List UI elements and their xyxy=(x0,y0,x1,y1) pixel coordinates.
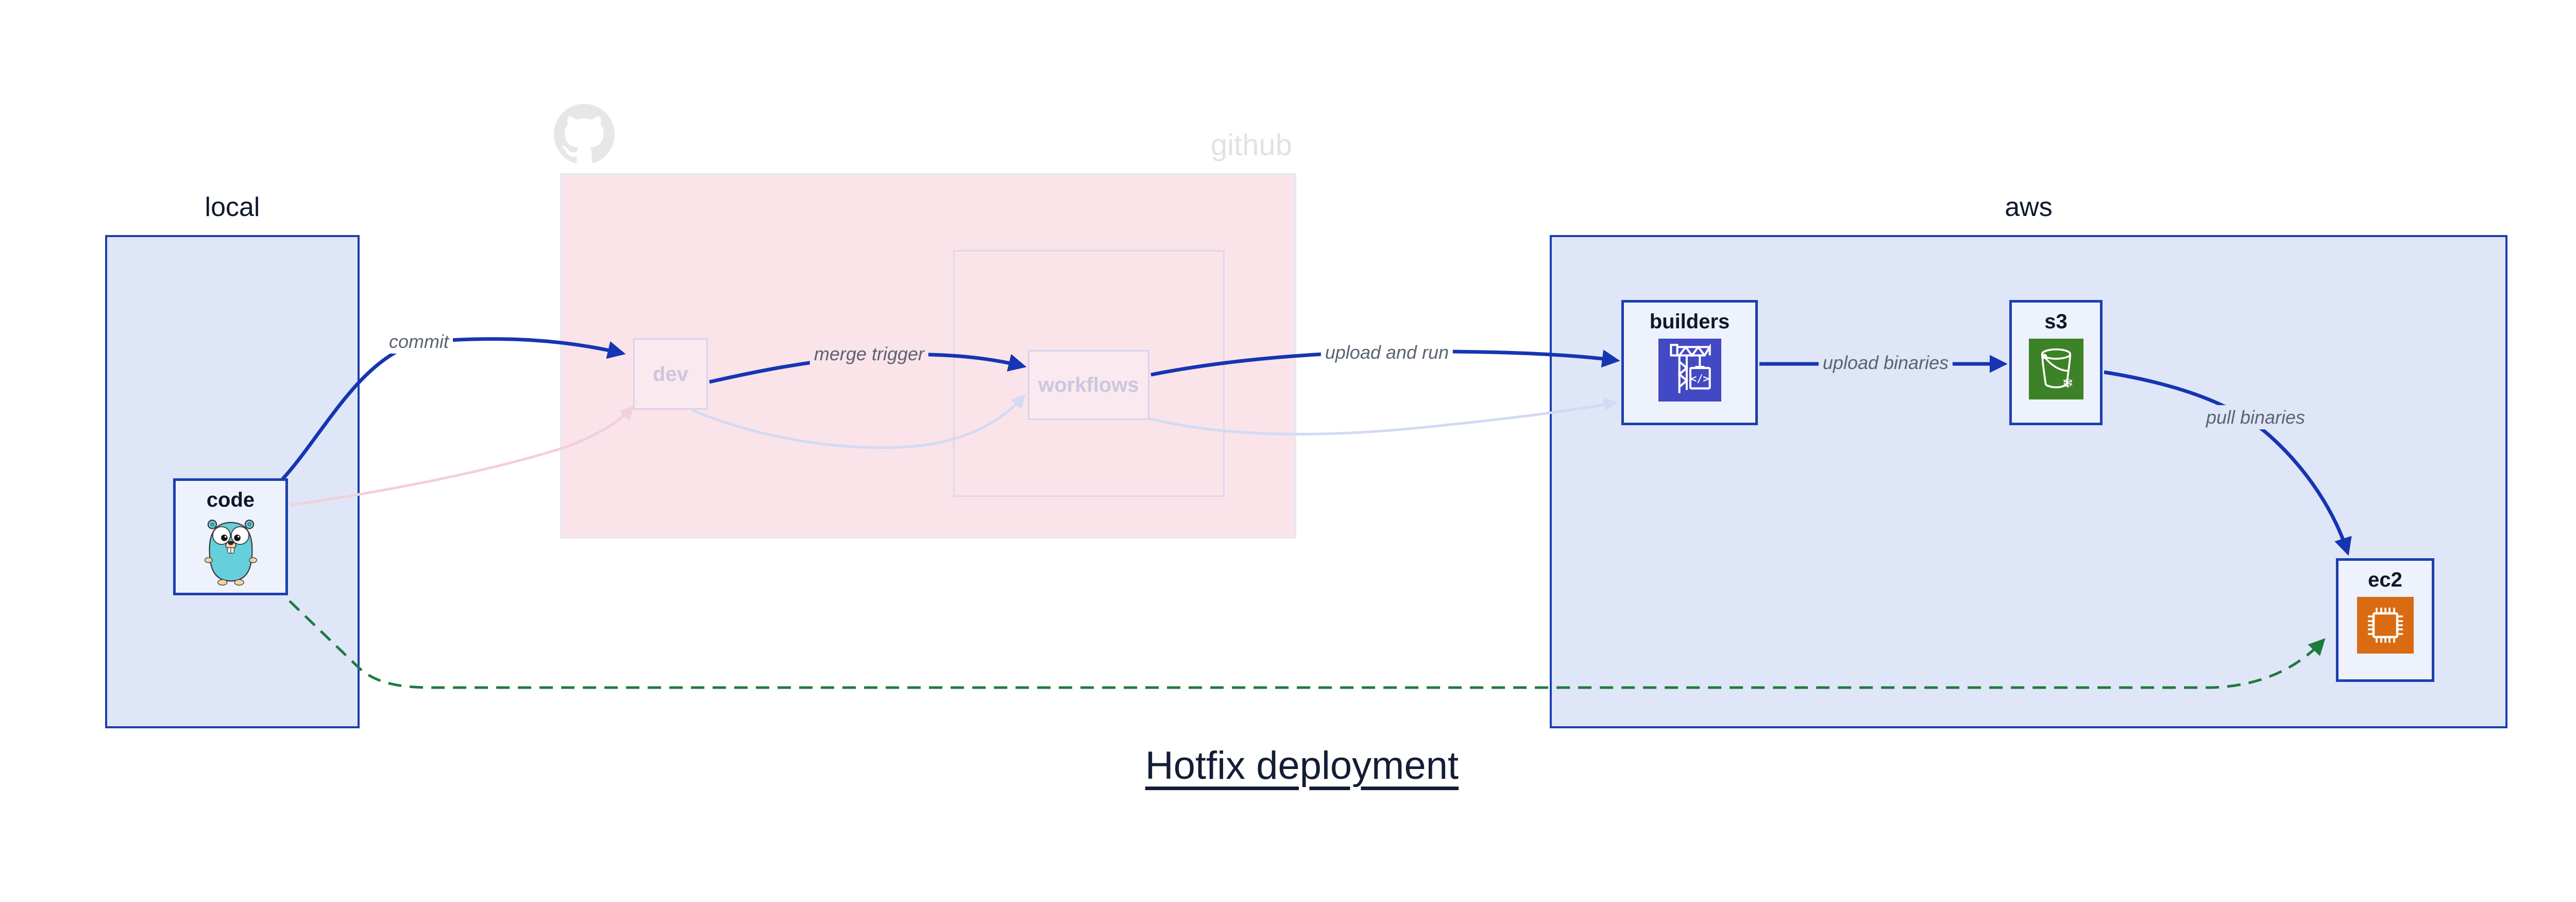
svg-text:❄: ❄ xyxy=(2062,375,2074,391)
node-workflows: workflows xyxy=(1028,350,1149,420)
node-ec2: ec2 xyxy=(2336,558,2434,682)
codebuild-crane-icon: </> xyxy=(1658,339,1721,402)
node-s3: s3 ❄ xyxy=(2009,300,2103,425)
workflows-node-label: workflows xyxy=(1038,374,1139,396)
ec2-chip-icon xyxy=(2357,597,2414,654)
node-builders: builders </> xyxy=(1621,300,1758,425)
svg-text:</>: </> xyxy=(1690,372,1709,385)
edge-label-upload-binaries: upload binaries xyxy=(1818,350,1953,375)
edge-label-pull-binaries: pull binaries xyxy=(2201,405,2310,430)
github-region-label: github xyxy=(1210,128,1292,162)
s3-glacier-bucket-icon: ❄ xyxy=(2028,339,2083,399)
go-gopher-icon xyxy=(203,517,259,587)
edge-label-commit: commit xyxy=(385,329,453,354)
dev-node-label: dev xyxy=(653,362,688,386)
edge-label-upload-and-run: upload and run xyxy=(1320,340,1453,365)
github-octocat-icon xyxy=(554,103,615,164)
ec2-node-label: ec2 xyxy=(2368,569,2402,591)
builders-node-label: builders xyxy=(1649,310,1730,333)
local-region-label: local xyxy=(205,192,260,222)
code-node-label: code xyxy=(206,489,255,511)
diagram-title: Hotfix deployment xyxy=(1145,744,1459,788)
aws-region-label: aws xyxy=(2005,192,2053,222)
s3-node-label: s3 xyxy=(2044,310,2067,333)
node-dev: dev xyxy=(633,338,708,410)
node-code: code xyxy=(173,478,288,595)
edge-label-merge-trigger: merge trigger xyxy=(809,342,929,366)
